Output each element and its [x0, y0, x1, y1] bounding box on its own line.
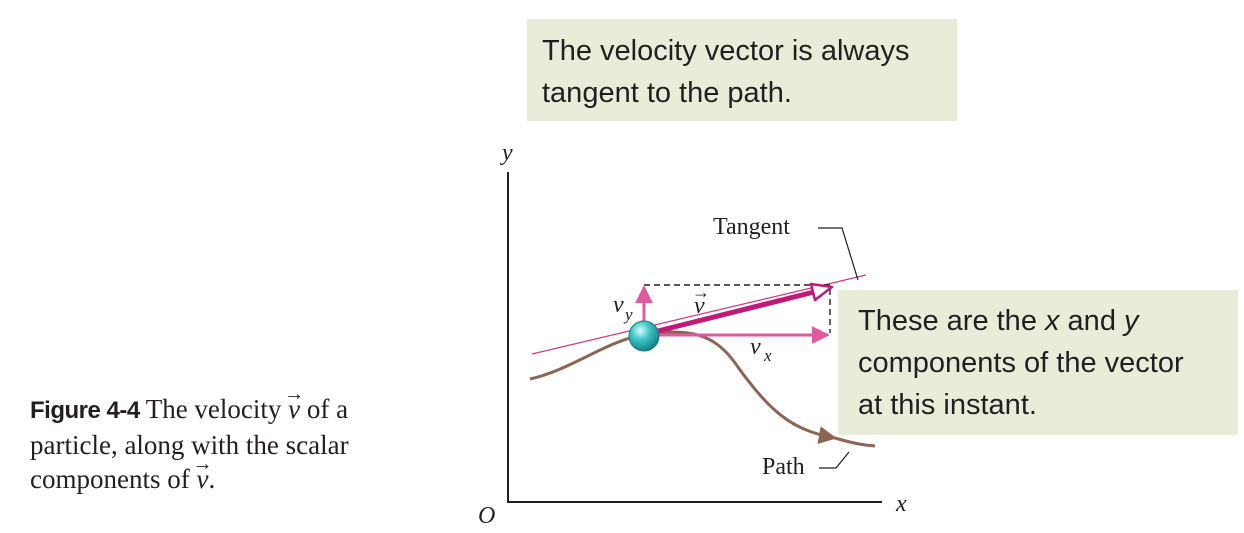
origin-label: O — [478, 503, 495, 529]
caption-text: The velocity — [145, 394, 289, 424]
velocity-label-arrow: → — [692, 282, 710, 302]
callout-tangent-note: The velocity vector is always tangent to… — [527, 19, 957, 121]
callout-tangent-line2: tangent to the path. — [542, 77, 792, 109]
callout-text: These are the — [858, 305, 1045, 337]
callout-tangent-line1: The velocity vector is always — [542, 35, 910, 67]
vy-label: v — [613, 292, 624, 318]
caption-line2: particle, along with the scalar — [30, 430, 349, 460]
path-leader — [819, 451, 850, 469]
path-label: Path — [762, 454, 805, 480]
tangent-label: Tangent — [713, 214, 790, 240]
particle-ball — [628, 320, 660, 352]
particle-path-tail — [834, 436, 876, 448]
particle-path — [529, 330, 837, 445]
caption-text: components of — [30, 464, 197, 494]
callout-text: and — [1059, 305, 1124, 337]
callout-components-line2: components of the vector — [858, 347, 1184, 379]
caption-vector-v: v — [196, 462, 208, 496]
caption-vector-v: v — [288, 392, 300, 426]
callout-components-note: These are the x and y components of the … — [838, 290, 1238, 435]
caption-text: of a — [300, 394, 349, 424]
callout-components-line3: at this instant. — [858, 389, 1037, 421]
vx-subscript: x — [763, 346, 772, 365]
velocity-vector-head — [809, 282, 834, 302]
tangent-line — [531, 274, 867, 355]
velocity-label: v — [694, 293, 705, 319]
vx-label: v — [750, 334, 761, 360]
tangent-leader — [818, 227, 859, 281]
callout-components-line1: These are the x and y — [858, 300, 1238, 342]
vy-subscript: y — [623, 305, 633, 324]
callout-y: y — [1124, 305, 1139, 337]
callout-x: x — [1045, 305, 1060, 337]
y-axis-label: y — [500, 140, 513, 166]
caption-line3: components of v. — [30, 462, 450, 496]
velocity-vector-shaft — [643, 289, 817, 337]
x-axis-label: x — [895, 491, 907, 517]
dashed-construction — [644, 284, 831, 333]
figure-label: Figure 4-4 — [30, 397, 140, 424]
